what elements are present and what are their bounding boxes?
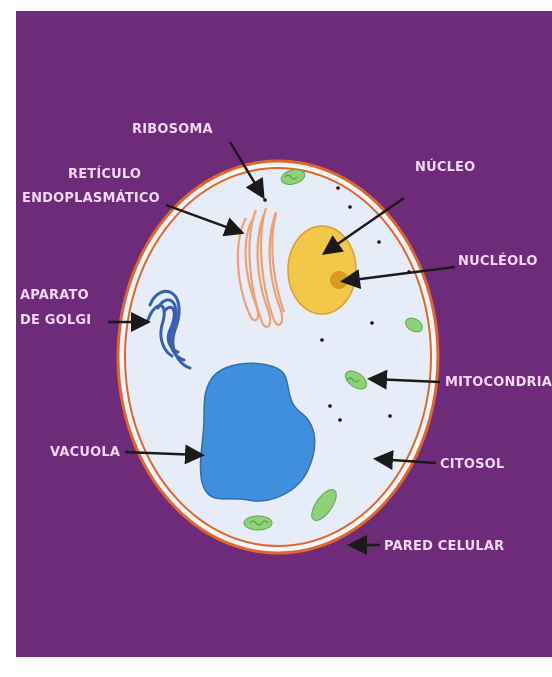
label-reticulo-line2: ENDOPLASMÁTICO xyxy=(22,190,160,207)
label-citosol: CITOSOL xyxy=(440,456,504,473)
label-nucleolo: NUCLÉOLO xyxy=(458,253,538,270)
label-golgi-line2: DE GOLGI xyxy=(20,312,91,329)
label-nucleo: NÚCLEO xyxy=(415,159,475,176)
label-pared-celular: PARED CELULAR xyxy=(384,538,504,555)
label-golgi-line1: APARATO xyxy=(20,287,89,304)
label-reticulo-line1: RETÍCULO xyxy=(68,166,141,183)
label-mitocondria: MITOCONDRIA xyxy=(445,374,552,391)
label-vacuola: VACUOLA xyxy=(50,444,120,461)
label-ribosoma: RIBOSOMA xyxy=(132,121,213,138)
